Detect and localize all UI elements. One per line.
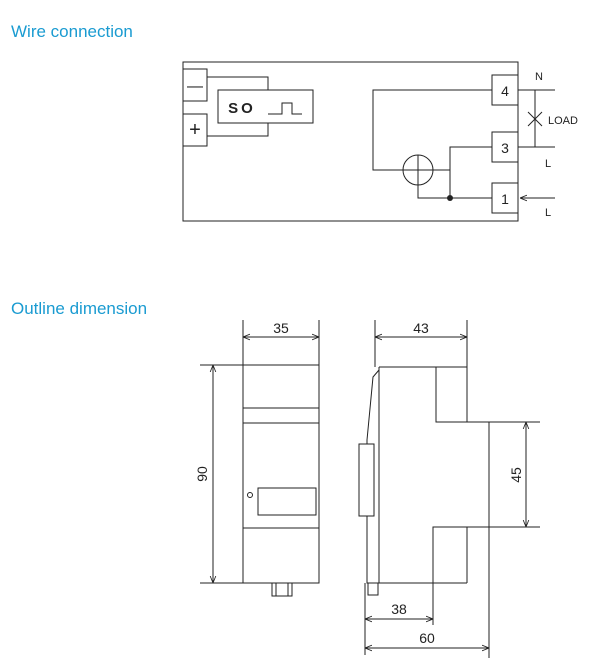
terminal-1-label: 1	[501, 191, 509, 207]
pulse-waveform-icon	[268, 102, 302, 115]
terminal-plus-label: +	[189, 119, 201, 141]
dim-front-width: 35	[273, 320, 289, 336]
so-pulse-output: SO	[217, 89, 314, 124]
terminal-3: 3	[491, 131, 519, 163]
front-body	[242, 364, 320, 584]
outline-dimension-heading: Outline dimension	[11, 299, 148, 318]
label-n: N	[535, 71, 543, 83]
dim-base-38: 38	[391, 601, 407, 617]
terminal-4: 4	[491, 74, 519, 106]
wire-connection-heading: Wire connection	[11, 22, 133, 41]
dim-side-depth: 43	[413, 320, 429, 336]
terminal-minus-label: —	[187, 78, 203, 95]
label-l-bottom: L	[545, 207, 551, 219]
side-body-outline	[379, 366, 490, 584]
indicator-led	[247, 492, 253, 498]
terminal-plus: +	[182, 113, 208, 147]
front-view: 35 90	[194, 320, 320, 597]
front-display-window	[257, 487, 317, 516]
terminal-1: 1	[491, 182, 519, 214]
terminal-3-label: 3	[501, 140, 509, 156]
label-load: LOAD	[548, 115, 578, 127]
terminal-4-label: 4	[501, 83, 509, 99]
load-icon	[527, 111, 543, 127]
terminal-minus: —	[182, 68, 208, 102]
label-l-top: L	[545, 158, 551, 170]
so-label: SO	[228, 100, 256, 117]
din-clip	[271, 582, 293, 597]
meter-housing	[182, 61, 519, 222]
side-view: 43 45 38 60	[358, 320, 540, 658]
side-terminal-cover	[358, 443, 375, 517]
dim-base-60: 60	[419, 630, 435, 646]
dim-front-height: 90	[194, 466, 210, 482]
wire-diagram: — + SO 4 3 1	[182, 61, 578, 222]
dim-side-height: 45	[508, 467, 524, 483]
